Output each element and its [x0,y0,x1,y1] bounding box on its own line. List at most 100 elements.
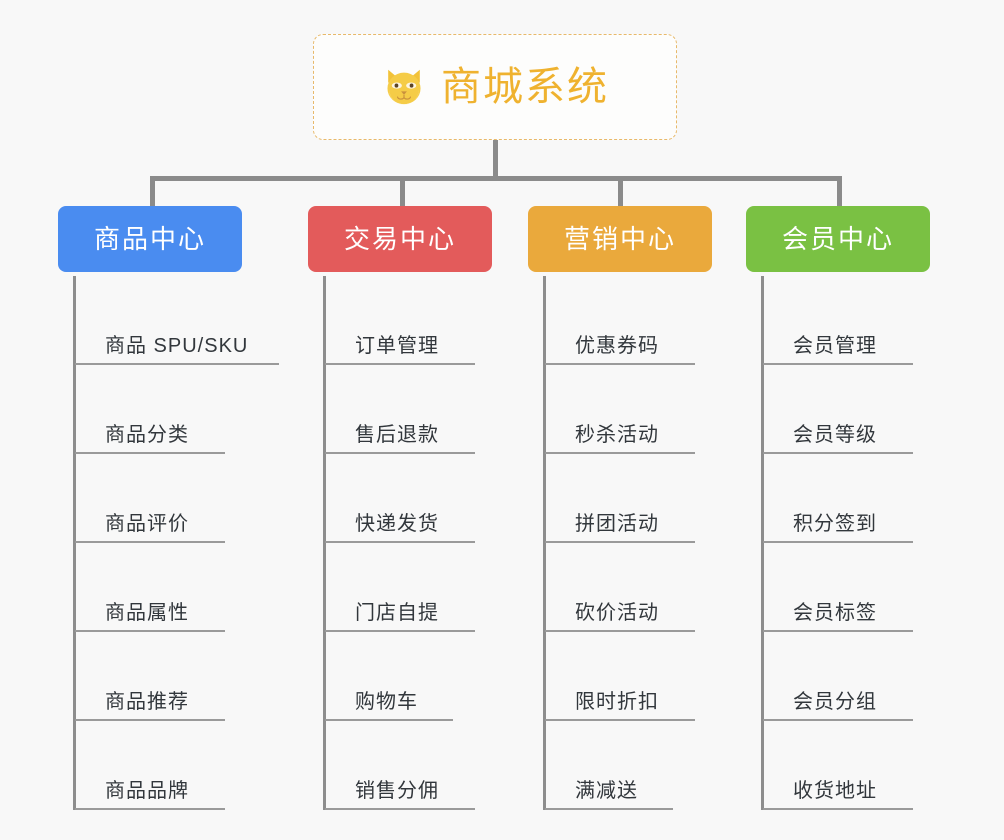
leaf-underline [763,808,913,810]
leaf-label: 会员标签 [793,602,877,624]
leaf-underline [325,452,475,454]
category-header-3[interactable]: 营销中心 [528,206,712,272]
category-header-4[interactable]: 会员中心 [746,206,930,272]
category-column-4: 会员中心会员管理会员等级积分签到会员标签会员分组收货地址 [746,206,936,810]
leaf-underline [545,363,695,365]
category-header-2[interactable]: 交易中心 [308,206,492,272]
leaf-label: 会员等级 [793,424,877,446]
leaf-label: 商品 SPU/SKU [105,335,249,357]
leaf-underline [545,452,695,454]
category-label: 营销中心 [563,224,676,254]
leaf-underline [545,808,673,810]
leaf-underline [763,363,913,365]
leaf-list-1: 商品 SPU/SKU 商品分类商品评价商品属性商品推荐商品品牌 [58,276,279,810]
leaf-list-4: 会员管理会员等级积分签到会员标签会员分组收货地址 [746,276,936,810]
leaf-item[interactable]: 快递发货 [325,454,498,543]
leaf-label: 售后退款 [355,424,439,446]
category-header-1[interactable]: 商品中心 [58,206,242,272]
leaf-item[interactable]: 优惠券码 [545,276,718,365]
leaf-item[interactable]: 订单管理 [325,276,498,365]
branch-trunk-line [73,276,76,810]
leaf-item[interactable]: 商品品牌 [75,721,248,810]
leaf-underline [545,541,695,543]
leaf-item[interactable]: 销售分佣 [325,721,498,810]
leaf-item[interactable]: 会员等级 [763,365,936,454]
leaf-underline [75,363,279,365]
connector-drop-2 [400,176,405,209]
leaf-list-2: 订单管理售后退款快递发货门店自提购物车销售分佣 [308,276,498,810]
leaf-item[interactable]: 砍价活动 [545,543,718,632]
leaf-underline [325,630,475,632]
leaf-label: 商品属性 [105,602,189,624]
leaf-label: 购物车 [355,691,418,713]
leaf-item[interactable]: 购物车 [325,632,498,721]
category-column-1: 商品中心商品 SPU/SKU 商品分类商品评价商品属性商品推荐商品品牌 [58,206,279,810]
leaf-underline [763,541,913,543]
leaf-item[interactable]: 收货地址 [763,721,936,810]
leaf-label: 优惠券码 [575,335,659,357]
leaf-item[interactable]: 秒杀活动 [545,365,718,454]
leaf-item[interactable]: 售后退款 [325,365,498,454]
leaf-underline [545,630,695,632]
leaf-underline [325,363,475,365]
category-label: 商品中心 [93,224,206,254]
leaf-item[interactable]: 拼团活动 [545,454,718,543]
leaf-label: 订单管理 [355,335,439,357]
leaf-label: 商品评价 [105,513,189,535]
leaf-label: 快递发货 [355,513,439,535]
leaf-item[interactable]: 会员标签 [763,543,936,632]
leaf-label: 收货地址 [793,780,877,802]
leaf-label: 砍价活动 [575,602,659,624]
leaf-label: 销售分佣 [355,780,439,802]
leaf-label: 商品品牌 [105,780,189,802]
leaf-underline [75,541,225,543]
dog-face-icon [381,64,427,110]
leaf-item[interactable]: 会员管理 [763,276,936,365]
leaf-list-3: 优惠券码秒杀活动拼团活动砍价活动限时折扣满减送 [528,276,718,810]
root-title: 商城系统 [441,65,609,109]
root-node[interactable]: 商城系统 [313,34,677,140]
leaf-label: 限时折扣 [575,691,659,713]
leaf-label: 门店自提 [355,602,439,624]
leaf-underline [325,541,475,543]
connector-bus [150,176,842,181]
leaf-underline [325,719,453,721]
leaf-underline [75,630,225,632]
leaf-underline [545,719,695,721]
leaf-item[interactable]: 限时折扣 [545,632,718,721]
category-column-2: 交易中心订单管理售后退款快递发货门店自提购物车销售分佣 [308,206,498,810]
leaf-underline [75,452,225,454]
connector-drop-3 [618,176,623,209]
leaf-label: 会员分组 [793,691,877,713]
connector-stem [493,140,498,180]
leaf-label: 秒杀活动 [575,424,659,446]
category-label: 会员中心 [781,224,894,254]
leaf-underline [75,808,225,810]
leaf-item[interactable]: 门店自提 [325,543,498,632]
leaf-item[interactable]: 商品属性 [75,543,248,632]
leaf-label: 满减送 [575,780,638,802]
connector-drop-4 [837,176,842,209]
connector-drop-1 [150,176,155,209]
leaf-item[interactable]: 会员分组 [763,632,936,721]
leaf-item[interactable]: 满减送 [545,721,718,810]
leaf-label: 商品分类 [105,424,189,446]
leaf-label: 拼团活动 [575,513,659,535]
leaf-label: 商品推荐 [105,691,189,713]
leaf-item[interactable]: 商品 SPU/SKU [75,276,279,365]
leaf-underline [763,719,913,721]
leaf-underline [75,719,225,721]
leaf-item[interactable]: 积分签到 [763,454,936,543]
category-column-3: 营销中心优惠券码秒杀活动拼团活动砍价活动限时折扣满减送 [528,206,718,810]
leaf-underline [763,452,913,454]
leaf-label: 会员管理 [793,335,877,357]
leaf-item[interactable]: 商品评价 [75,454,248,543]
leaf-item[interactable]: 商品分类 [75,365,248,454]
branch-trunk-line [543,276,546,810]
category-label: 交易中心 [343,224,456,254]
leaf-item[interactable]: 商品推荐 [75,632,248,721]
leaf-underline [325,808,475,810]
leaf-underline [763,630,913,632]
leaf-label: 积分签到 [793,513,877,535]
